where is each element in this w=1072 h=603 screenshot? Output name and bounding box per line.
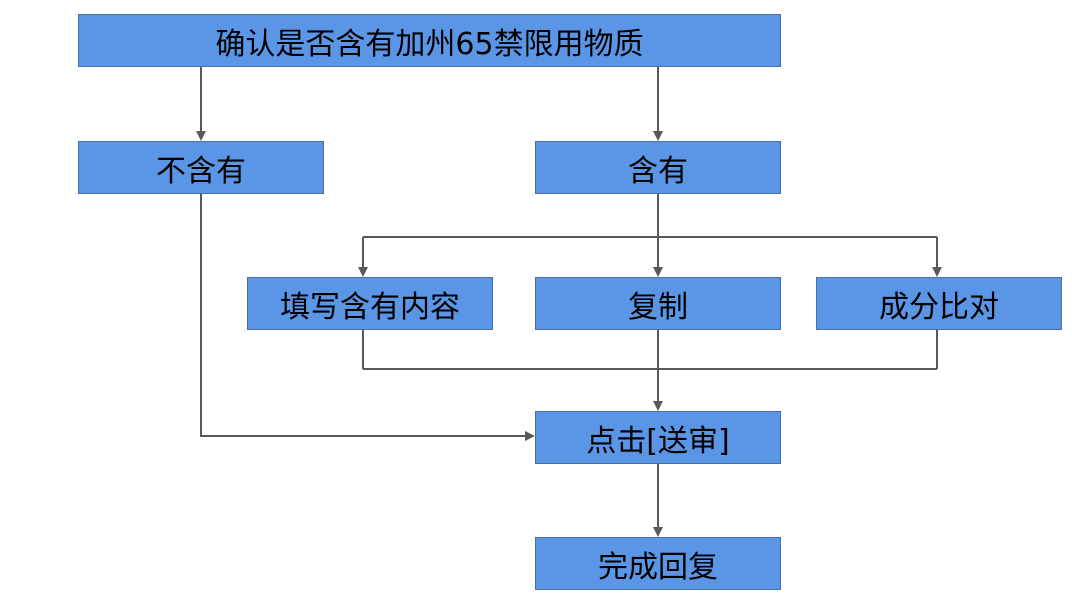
node-contain: 含有 [535, 141, 781, 194]
node-submit: 点击[送审] [535, 411, 781, 464]
node-copy: 复制 [535, 277, 781, 330]
node-confirm-prop65: 确认是否含有加州65禁限用物质 [78, 14, 781, 67]
edge-not-contain-to-submit [200, 194, 535, 441]
node-complete: 完成回复 [535, 537, 781, 590]
node-not-contain: 不含有 [78, 141, 324, 194]
node-fill-content: 填写含有内容 [247, 277, 493, 330]
node-compare: 成分比对 [816, 277, 1062, 330]
